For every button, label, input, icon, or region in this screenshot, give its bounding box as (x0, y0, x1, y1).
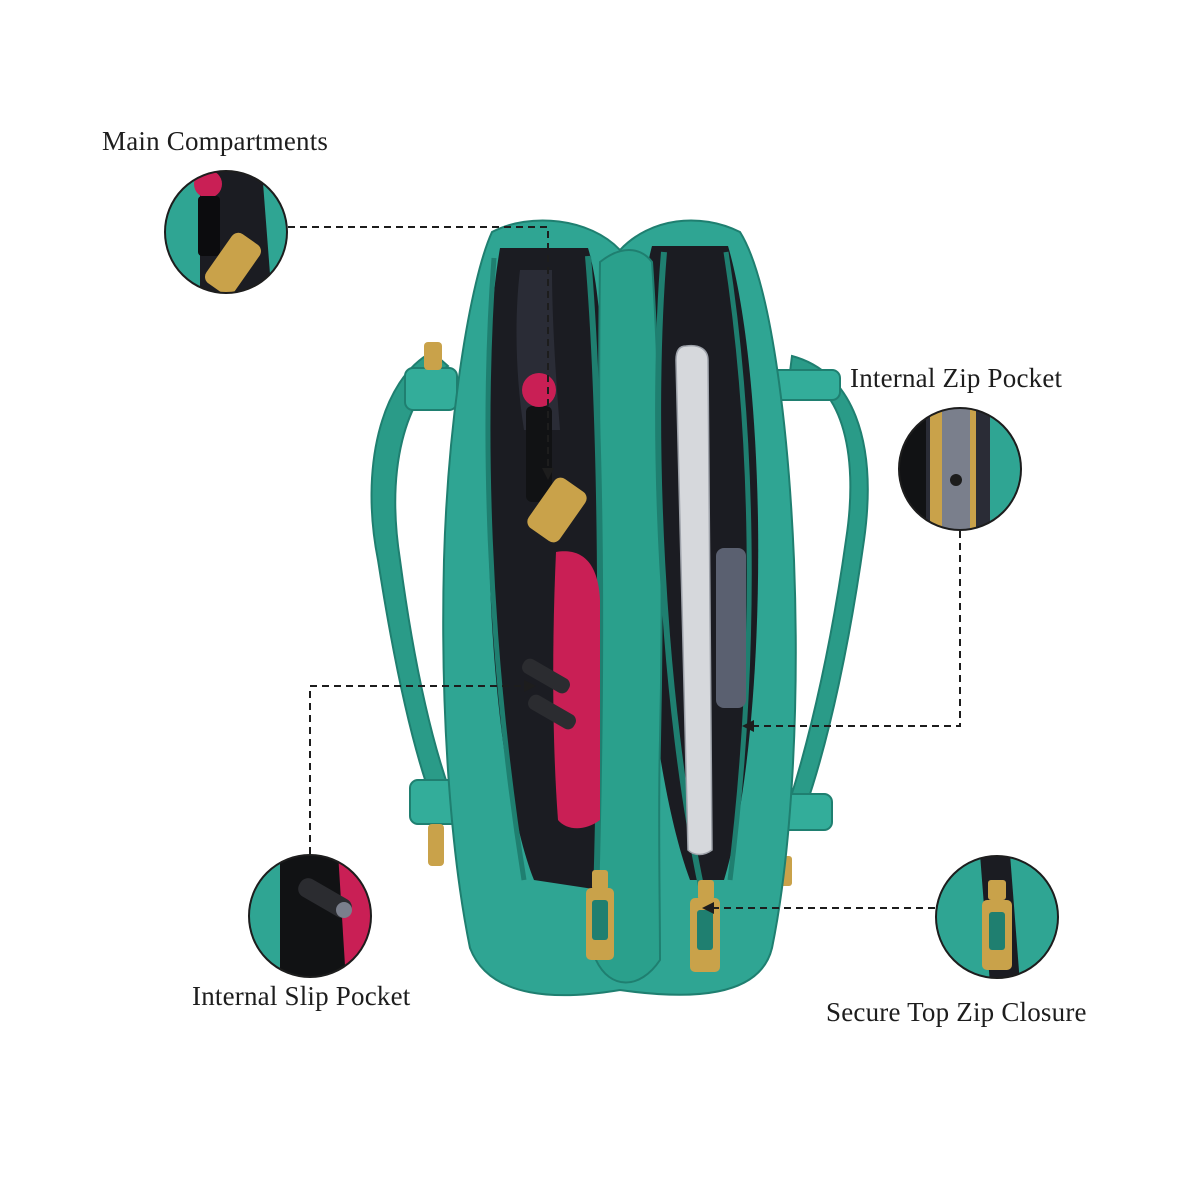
leader-arrowheads (524, 468, 754, 914)
arrow-main-compartments (542, 468, 554, 480)
arrow-internal-slip-pocket (524, 680, 536, 692)
label-internal-zip-pocket: Internal Zip Pocket (850, 363, 1063, 393)
leader-internal-zip-pocket (752, 531, 961, 727)
label-secure-top-zip-closure: Secure Top Zip Closure (826, 997, 1087, 1027)
label-main-compartments: Main Compartments (102, 126, 329, 156)
left-ring-bottom (428, 824, 444, 866)
right-handle (788, 354, 869, 808)
pen-2 (528, 694, 576, 730)
phone (716, 548, 746, 708)
right-zip-puller (690, 880, 720, 972)
bottle-body (526, 406, 552, 502)
right-outer-zipper-track (723, 251, 752, 881)
pen-1 (522, 658, 570, 694)
leader-lines (288, 226, 961, 909)
handbag (370, 219, 869, 997)
detail-internal-slip-pocket (248, 854, 372, 978)
bottle-cap (522, 373, 556, 407)
arrow-secure-top-zip-closure (702, 902, 714, 914)
left-handle (370, 350, 452, 802)
left-outer-zipper-track (485, 257, 527, 881)
detail-secure-top-zip-closure (935, 855, 1059, 979)
detail-internal-zip-pocket (898, 407, 1022, 531)
left-ring-top (424, 342, 442, 370)
left-handle-tab-top (404, 367, 458, 411)
gold-tube (527, 477, 587, 543)
leader-main-compartments (288, 226, 549, 470)
leader-internal-slip-pocket (309, 685, 526, 854)
tablet (675, 344, 713, 856)
arrow-internal-zip-pocket (742, 720, 754, 732)
pink-wallet (553, 551, 600, 829)
detail-main-compartments (164, 170, 288, 294)
left-zip-puller (586, 870, 614, 960)
label-internal-slip-pocket: Internal Slip Pocket (192, 981, 411, 1011)
